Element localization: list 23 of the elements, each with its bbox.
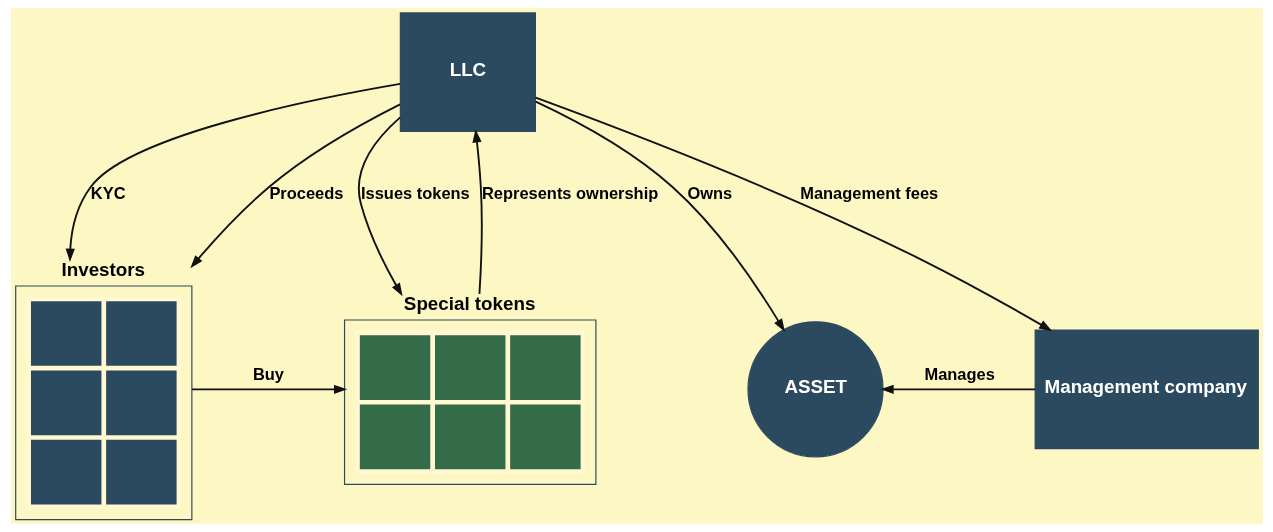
arrow bbox=[189, 103, 401, 269]
arrow bbox=[65, 83, 401, 262]
edge-label: Owns bbox=[687, 183, 732, 202]
node-label: Investors bbox=[61, 259, 145, 281]
arrow bbox=[880, 384, 1036, 394]
edge-label: Manages bbox=[923, 365, 995, 384]
edge-label: Management fees bbox=[799, 183, 938, 202]
arrow bbox=[190, 384, 347, 394]
arrow bbox=[534, 100, 785, 332]
edge-label: Proceeds bbox=[268, 183, 343, 202]
arrow bbox=[534, 96, 1052, 332]
node-box: LLC bbox=[399, 12, 536, 133]
edge-label: KYC bbox=[90, 183, 126, 202]
edge-label: Represents ownership bbox=[481, 183, 658, 202]
edge-label: Buy bbox=[252, 365, 284, 384]
arrow bbox=[471, 129, 483, 295]
node-circle: ASSET bbox=[746, 321, 884, 458]
node-label: Special tokens bbox=[403, 293, 535, 315]
node-box: Management company bbox=[1034, 329, 1259, 450]
arrow bbox=[357, 116, 403, 297]
node-box bbox=[14, 285, 192, 521]
node-box bbox=[343, 319, 596, 486]
edge-label: Issues tokens bbox=[360, 183, 470, 202]
